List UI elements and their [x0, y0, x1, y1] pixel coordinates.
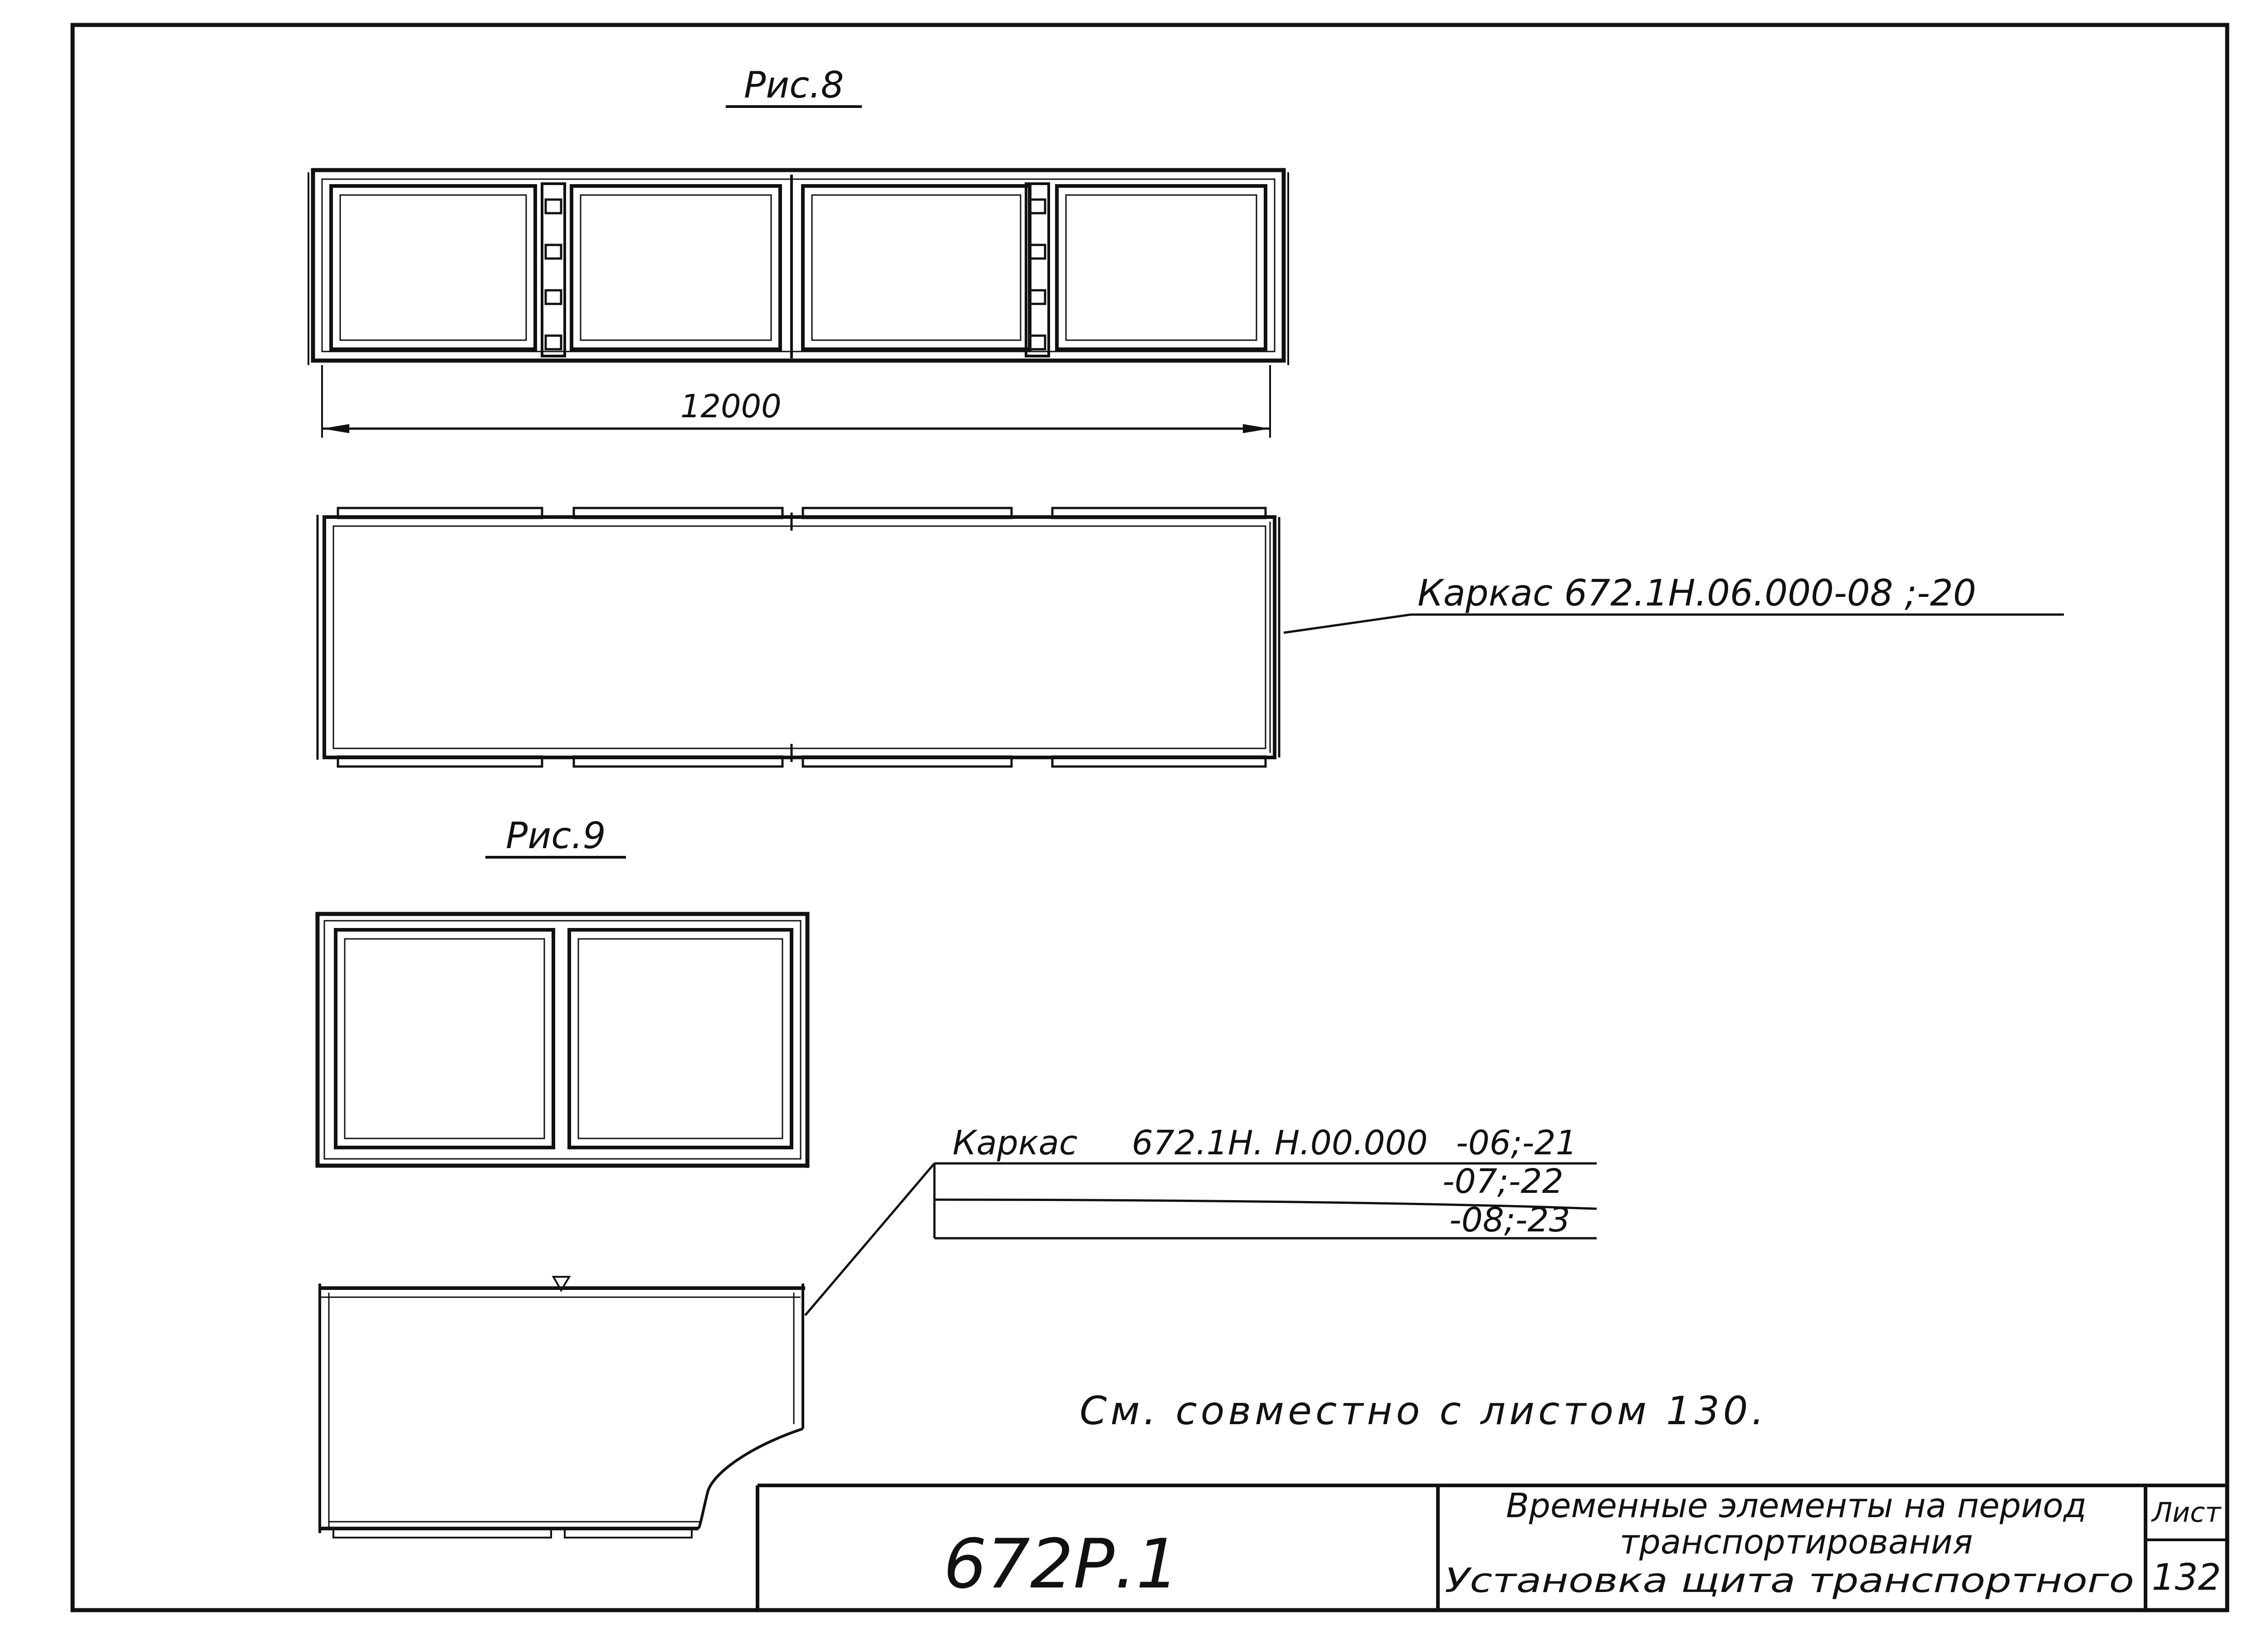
fig8-panel-2	[570, 184, 782, 351]
fig8-hinge-left	[541, 182, 566, 357]
fig9-leader-line	[804, 1162, 935, 1316]
fig8-callout-text: Каркас 672.1Н.06.000-08 ;-20	[1418, 572, 1976, 614]
fig8-hinge-right	[1025, 182, 1050, 357]
fig9-callout-variant-2: -07;-22	[1442, 1162, 1564, 1201]
fig9-callout-line-3	[934, 1198, 1597, 1210]
fig9-callout-prefix: Каркас	[953, 1123, 1078, 1162]
sheet-label: Лист	[2151, 1497, 2222, 1529]
fig8-caption: Рис.8	[744, 64, 844, 106]
fig8-panel-3	[801, 184, 1031, 351]
fig9-top-view	[315, 912, 810, 1168]
fig8-top-view	[308, 168, 1289, 365]
title-block-line-2: транспортирования	[1620, 1523, 1973, 1562]
fig8-dimension-line	[321, 365, 1271, 438]
fig8-side-view	[316, 507, 1281, 768]
fig8-dimension-value: 12000	[680, 388, 782, 425]
fig8-panel-1	[329, 184, 537, 351]
fig9-panel-1	[334, 928, 555, 1149]
sheet-border	[70, 23, 2229, 1612]
fig8-panel-4	[1055, 184, 1267, 351]
title-block-line-3: Установка щита транспортного	[1445, 1561, 2134, 1600]
fig9-callout-designation: 672.1Н. Н.00.000	[1132, 1123, 1428, 1162]
fig9-panel-2	[567, 928, 793, 1149]
fig9-break-line	[697, 1427, 803, 1529]
title-block-line-1: Временные элементы на период	[1506, 1486, 2087, 1525]
fig9-side-view	[318, 1276, 805, 1538]
title-block-code: 672Р.1	[943, 1525, 1179, 1604]
sheet-number: 132	[2152, 1556, 2221, 1598]
title-block	[756, 1484, 2227, 1610]
fig9-callout-variant-3: -08;-23	[1449, 1201, 1570, 1240]
fig9-callout-variant-1: -06;-21	[1456, 1123, 1577, 1162]
fig8-leader-line	[1283, 613, 1411, 634]
fig9-caption: Рис.9	[506, 815, 606, 857]
reference-note: См. совместно с листом 130.	[1080, 1388, 1768, 1434]
